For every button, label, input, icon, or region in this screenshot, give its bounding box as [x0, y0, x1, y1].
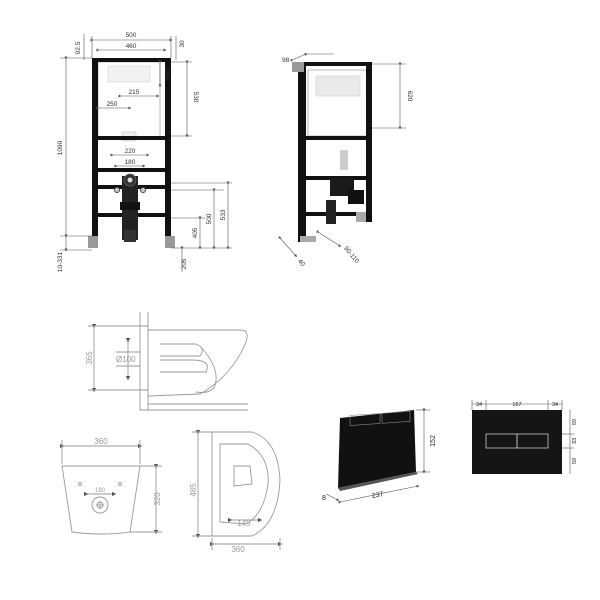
bowl-top-view: 485 145 360 [189, 429, 283, 554]
dim-plate-bottom-59: 59 [572, 458, 578, 464]
dim-90-110: 90-110 [342, 245, 360, 265]
dim-plate-width-237: 237 [371, 491, 384, 500]
dim-405: 405 [192, 227, 199, 238]
flush-plate-front: 34 167 34 59 33 59 [471, 400, 578, 474]
dim-1090: 1090 [57, 140, 64, 155]
dim-plate-margin-34-right: 34 [552, 402, 558, 408]
flush-plate-perspective: 152 237 8 [322, 408, 437, 504]
dim-bowl-180: 180 [95, 488, 106, 494]
frame-front-view: 500 460 92.5 30 185 215 250 530 220 180 [57, 32, 232, 272]
frame-side-view: 98 620 40 90-110 [277, 53, 413, 268]
dim-98: 98 [282, 57, 290, 64]
dim-40: 40 [296, 258, 306, 268]
dim-width-460: 460 [126, 43, 137, 50]
dim-bowl-145: 145 [237, 519, 251, 528]
dim-220: 220 [125, 148, 136, 155]
dim-plate-height-152: 152 [430, 435, 437, 447]
dim-180: 180 [125, 159, 136, 166]
dim-plate-depth-8: 8 [322, 495, 326, 502]
dim-width-500: 500 [126, 32, 137, 39]
dim-620: 620 [406, 91, 413, 102]
frame-left-post [92, 60, 98, 238]
dim-500-height: 500 [206, 213, 213, 224]
dim-plate-button-33: 33 [572, 438, 578, 444]
dim-205: 205 [181, 258, 188, 269]
dim-10-331: 10-331 [57, 252, 64, 273]
dim-plate-top-59: 59 [572, 419, 578, 425]
dim-bowl-height-320: 320 [153, 492, 162, 506]
dim-plate-margin-34-left: 34 [476, 402, 482, 408]
frame-right-post [165, 60, 171, 238]
dim-plate-inner-167: 167 [512, 402, 521, 408]
dim-185: 185 [163, 69, 170, 80]
dim-530: 530 [192, 92, 199, 103]
flush-button-right [516, 433, 549, 449]
flush-plate-black [338, 410, 416, 488]
dim-365: 365 [85, 351, 94, 365]
dim-bowl-width-360: 360 [94, 437, 108, 446]
dim-30: 30 [179, 40, 186, 48]
dim-pipe-diameter: Ø100 [116, 355, 136, 364]
dim-250: 250 [107, 101, 118, 108]
dim-depth-92-5: 92.5 [75, 41, 82, 54]
dim-bowl-top-360: 360 [231, 545, 245, 554]
dim-215: 215 [129, 89, 140, 96]
bowl-front-view: 360 180 320 [59, 437, 162, 535]
dim-bowl-length-485: 485 [189, 483, 198, 497]
bowl-side-view: 365 Ø100 [85, 312, 248, 411]
dim-533: 533 [220, 209, 227, 220]
